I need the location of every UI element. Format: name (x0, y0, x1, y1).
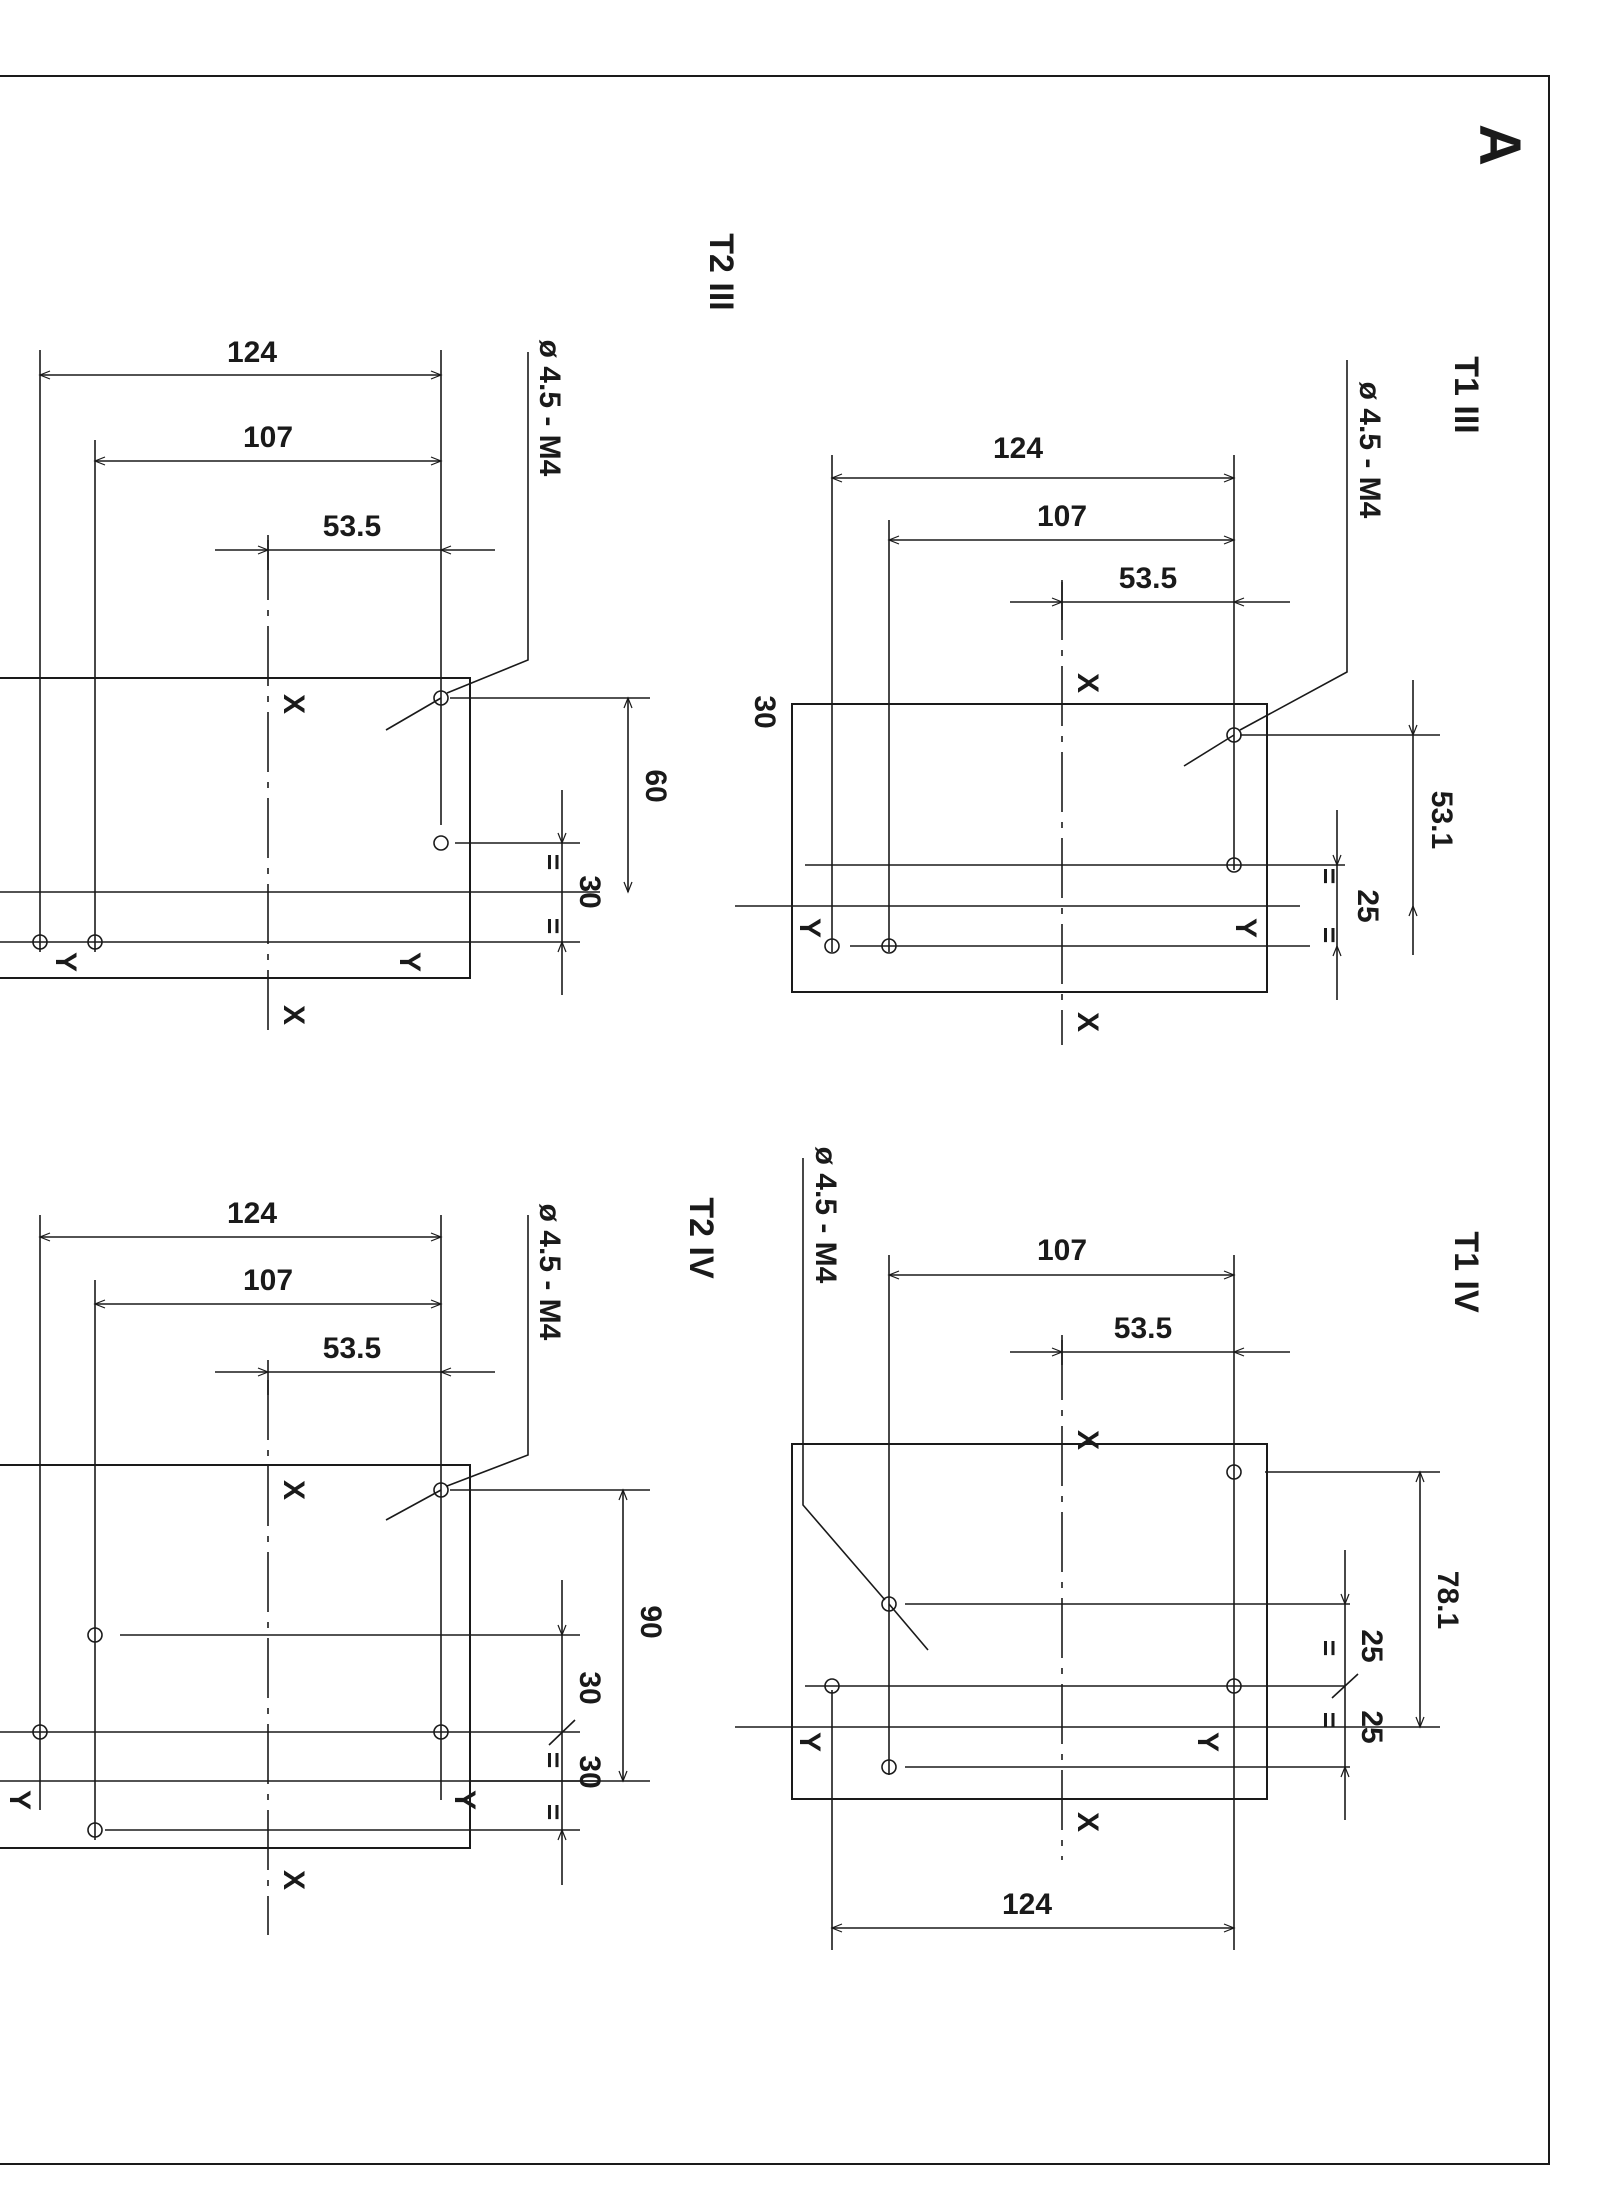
axis-label-x: X (1071, 1812, 1104, 1832)
equal-mark: = (538, 1752, 569, 1768)
equal-mark: = (1314, 1640, 1345, 1656)
dimension-label-53-5: 53.5 (323, 1332, 381, 1365)
hole-leader-line (888, 1603, 929, 1651)
equal-mark: = (538, 918, 569, 934)
hole-spec-label: ø 4.5 - M4 (1353, 382, 1386, 519)
dimension-label-78-1: 78.1 (1431, 1571, 1464, 1629)
axis-label-y: Y (1191, 1732, 1224, 1752)
equal-mark: = (538, 1804, 569, 1820)
dimension-label-107: 107 (243, 1264, 293, 1297)
hole-spec-label: ø 4.5 - M4 (809, 1147, 842, 1284)
drawing-title: T2 IV (682, 1197, 720, 1279)
hole-leader-line (1183, 734, 1235, 767)
axis-label-x: X (277, 1870, 310, 1890)
hole-leader-line (446, 1215, 529, 1487)
hole-leader-line (446, 352, 529, 694)
axis-label-x: X (277, 1480, 310, 1500)
dimension-label-30: 30 (573, 1671, 606, 1704)
dimension-label-53-5: 53.5 (1114, 1312, 1172, 1345)
axis-label-y: Y (393, 952, 426, 972)
axis-label-x: X (277, 1005, 310, 1025)
dimension-label-124: 124 (227, 336, 277, 369)
hole (433, 835, 449, 851)
equal-mark: = (1314, 1712, 1345, 1728)
drawing-t1-iii: T1 III 124 1 (735, 356, 1485, 1045)
drawing-title: T1 IV (1447, 1231, 1485, 1313)
dimension-label-107: 107 (1037, 1234, 1087, 1267)
equal-mark: = (1314, 927, 1345, 943)
part-outline (0, 1464, 471, 1849)
axis-label-y: Y (3, 1790, 36, 1810)
axis-label-y: Y (448, 1790, 481, 1810)
dimension-label-90: 90 (634, 1605, 667, 1638)
dimension-label-30: 30 (573, 875, 606, 908)
dimension-line (548, 1719, 576, 1746)
dimension-label-25: 25 (1351, 889, 1384, 922)
axis-label-y: Y (49, 952, 82, 972)
equal-mark: = (1314, 868, 1345, 884)
drawing-title: T1 III (1447, 356, 1485, 433)
axis-label-x: X (277, 694, 310, 714)
dimension-label-124: 124 (1002, 1888, 1052, 1921)
drawing-t1-iv: T1 IV 107 53.5 124 (735, 1147, 1485, 1950)
dimension-label-107: 107 (243, 421, 293, 454)
dimension-label-53-1: 53.1 (1425, 791, 1458, 849)
axis-label-y: Y (1229, 918, 1262, 938)
dimension-label-60: 60 (639, 769, 672, 802)
dimension-line (1331, 1673, 1359, 1699)
axis-label-y: Y (793, 918, 826, 938)
equal-mark: = (538, 854, 569, 870)
hole-leader-line (385, 1489, 442, 1521)
part-outline (791, 703, 1268, 993)
axis-label-x: X (1071, 673, 1104, 693)
dimension-label-53-5: 53.5 (323, 510, 381, 543)
hole-spec-label: ø 4.5 - M4 (533, 340, 566, 477)
part-outline (0, 677, 471, 979)
axis-label-y: Y (793, 1732, 826, 1752)
hole-leader-line (1239, 360, 1348, 731)
hole-leader-line (802, 1158, 886, 1601)
part-outline (791, 1443, 1268, 1800)
axis-label-x: X (1071, 1012, 1104, 1032)
dimension-label-25: 25 (1355, 1629, 1388, 1662)
drawing-title: T2 III (702, 233, 740, 310)
hole-leader-line (385, 697, 442, 731)
dimension-label-25: 25 (1355, 1710, 1388, 1743)
sheet-letter: A (1467, 124, 1532, 166)
dimension-label-30: 30 (748, 695, 781, 728)
dimension-label-30: 30 (573, 1755, 606, 1788)
dimension-label-107: 107 (1037, 500, 1087, 533)
drawing-t2-iii: T2 III 124 107 53.5 60 30 ø 4.5 - M4 X X (0, 233, 740, 1040)
sheet-frame (0, 75, 1550, 2165)
drawing-t2-iv: T2 IV 124 107 53.5 90 30 30 (0, 1197, 720, 1935)
axis-label-x: X (1071, 1430, 1104, 1450)
hole-spec-label: ø 4.5 - M4 (533, 1204, 566, 1341)
dimension-label-124: 124 (993, 432, 1043, 465)
dimension-label-124: 124 (227, 1197, 277, 1230)
dimension-label-53-5: 53.5 (1119, 562, 1177, 595)
